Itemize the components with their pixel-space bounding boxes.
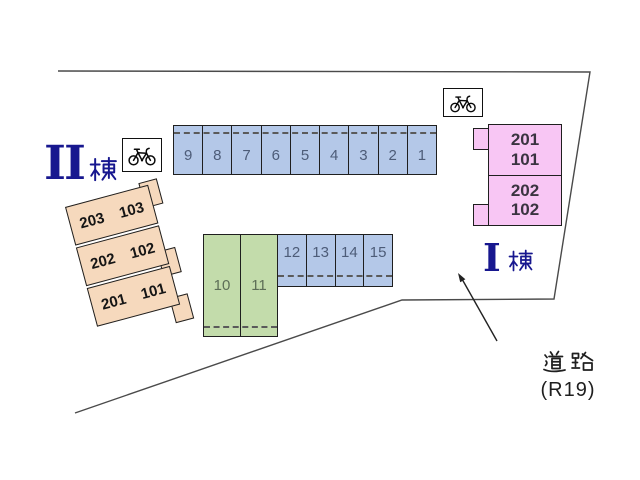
space-number: 6 <box>271 146 280 164</box>
unit-number: 202 <box>88 249 118 273</box>
parking-space-12: 12 <box>278 235 307 286</box>
parking-space-13: 13 <box>307 235 336 286</box>
parking-space-15: 15 <box>364 235 392 286</box>
parking-row-top: 9 8 7 6 5 4 3 2 1 <box>173 125 437 175</box>
parking-space-3: 3 <box>349 126 379 174</box>
parking-space-2: 2 <box>379 126 408 174</box>
bicycle-parking-box <box>122 138 162 172</box>
parking-space-5: 5 <box>291 126 321 174</box>
building-1-unit-block: 201 101 <box>489 125 561 176</box>
bicycle-icon <box>450 95 476 113</box>
space-number: 13 <box>312 244 329 261</box>
roman-numeral: II <box>44 136 86 191</box>
space-number: 7 <box>242 146 251 164</box>
parking-row-green: 10 11 <box>203 234 278 337</box>
building-1-body: 201 101 202 102 <box>488 124 562 226</box>
building-2-name: II <box>44 136 117 191</box>
space-number: 1 <box>417 146 427 164</box>
space-number: 9 <box>183 146 193 164</box>
building-1: 201 101 202 102 <box>473 124 562 226</box>
parking-row-mid: 12 13 14 15 <box>277 234 393 287</box>
kanji-dou-icon <box>542 350 566 373</box>
space-number: 15 <box>369 244 387 261</box>
unit-number: 102 <box>510 200 540 220</box>
unit-number: 101 <box>510 149 540 169</box>
roman-numeral: I <box>483 235 501 280</box>
road-route-number: (R19) <box>540 379 596 401</box>
unit-number: 201 <box>99 290 128 314</box>
space-number: 10 <box>213 277 231 294</box>
unit-number: 202 <box>510 180 540 200</box>
parking-space-7: 7 <box>232 126 262 174</box>
parking-space-9: 9 <box>174 126 204 174</box>
boundary-line <box>57 70 591 414</box>
kanji-tou-icon <box>89 156 117 181</box>
road-label-kanji <box>512 350 624 375</box>
unit-number: 101 <box>138 279 168 303</box>
unit-number: 102 <box>128 239 157 262</box>
unit-number: 203 <box>77 209 107 232</box>
parking-space-4: 4 <box>320 126 350 174</box>
unit-number: 103 <box>117 198 146 222</box>
space-number: 4 <box>330 146 339 164</box>
space-number: 11 <box>251 277 267 294</box>
parking-space-11: 11 <box>241 235 277 336</box>
unit-number: 201 <box>510 130 540 150</box>
space-number: 5 <box>300 146 310 164</box>
bicycle-icon <box>128 147 156 166</box>
space-number: 2 <box>388 146 397 164</box>
space-number: 12 <box>283 244 301 261</box>
space-number: 14 <box>341 244 358 261</box>
parking-space-10: 10 <box>204 235 241 336</box>
space-number: 8 <box>213 146 222 164</box>
parking-space-6: 6 <box>262 126 291 174</box>
kanji-tou-icon <box>508 249 533 271</box>
space-number: 3 <box>359 146 368 164</box>
parking-space-1: 1 <box>408 126 436 174</box>
building-1-unit-block: 202 102 <box>489 176 561 226</box>
parking-space-8: 8 <box>203 126 233 174</box>
arrow-icon <box>458 273 498 342</box>
bicycle-parking-box <box>443 88 483 117</box>
parking-space-14: 14 <box>336 235 365 286</box>
kanji-ro-icon <box>570 351 593 371</box>
road-label: (R19) <box>512 350 624 402</box>
building-1-name: I <box>483 235 533 280</box>
